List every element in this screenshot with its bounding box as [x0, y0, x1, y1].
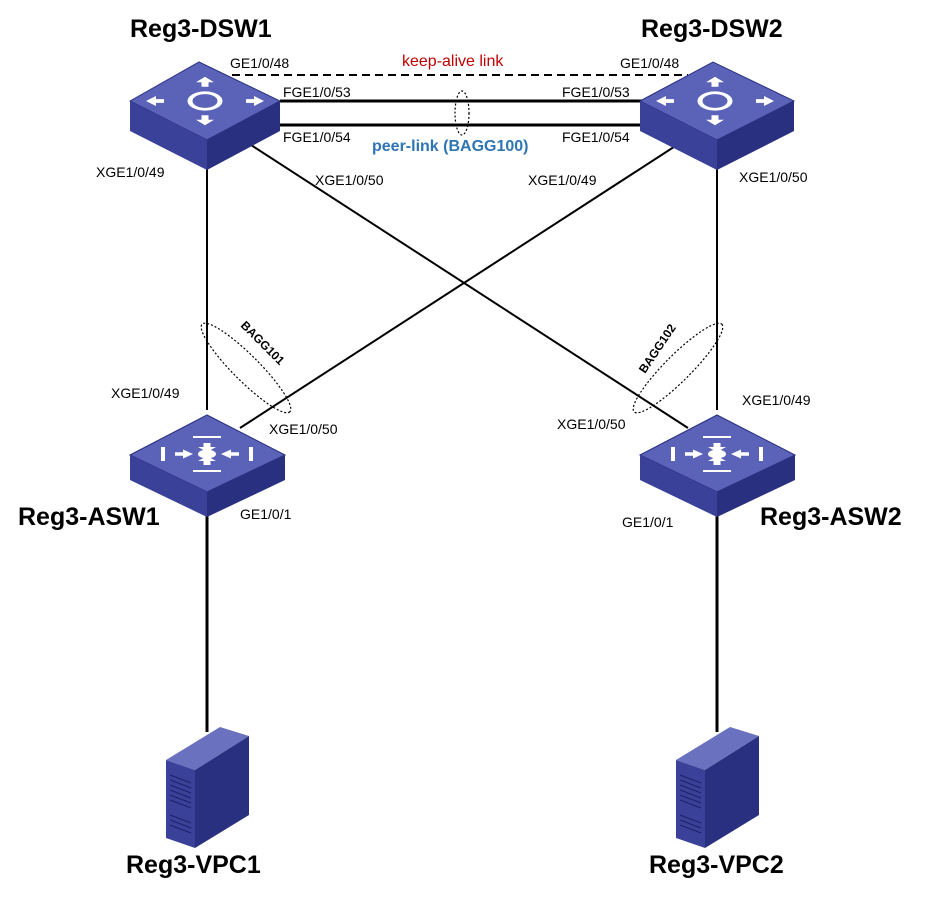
server-vents-icon [679, 774, 702, 834]
port-label: GE1/0/1 [240, 506, 292, 522]
link-dsw2-asw1 [239, 142, 681, 429]
switch-converge-icon [161, 436, 253, 472]
port-label: XGE1/0/50 [739, 169, 808, 185]
dsw1-device[interactable] [128, 61, 282, 170]
asw1-device[interactable] [128, 414, 287, 517]
port-label: GE1/0/48 [620, 55, 679, 71]
port-label: GE1/0/48 [230, 55, 289, 71]
port-label: XGE1/0/49 [111, 385, 180, 401]
bagg102-ellipse [632, 322, 724, 414]
vpc2-name: Reg3-VPC2 [649, 851, 784, 879]
keepalive-label: keep-alive link [402, 53, 504, 70]
port-label: FGE1/0/54 [283, 129, 351, 145]
port-label: XGE1/0/49 [96, 164, 165, 180]
router-arrows-icon [146, 76, 264, 126]
peerlink-label: peer-link (BAGG100) [372, 138, 528, 155]
vpc1-name: Reg3-VPC1 [126, 851, 261, 879]
bagg101-label: BAGG101 [238, 318, 288, 368]
server-vents-icon [169, 774, 192, 834]
aggregation-markers [200, 90, 724, 414]
port-label: XGE1/0/50 [557, 416, 626, 432]
link-dsw1-asw2 [247, 142, 689, 429]
asw1-name: Reg3-ASW1 [18, 503, 160, 531]
port-label: FGE1/0/53 [283, 84, 351, 100]
links-layer [205, 74, 719, 732]
dsw1-name: Reg3-DSW1 [130, 15, 272, 43]
router-arrows-icon [656, 76, 774, 126]
port-label: FGE1/0/54 [562, 129, 630, 145]
port-label: XGE1/0/50 [315, 172, 384, 188]
asw2-name: Reg3-ASW2 [760, 503, 902, 531]
asw2-device[interactable] [638, 414, 797, 517]
port-label: XGE1/0/49 [528, 172, 597, 188]
port-label: FGE1/0/53 [562, 84, 630, 100]
vpc1-device[interactable] [166, 727, 249, 848]
vpc2-device[interactable] [676, 727, 759, 848]
dsw2-device[interactable] [638, 61, 796, 170]
bagg102-label: BAGG102 [636, 321, 679, 376]
port-label: GE1/0/1 [622, 514, 674, 530]
dsw2-name: Reg3-DSW2 [641, 15, 783, 43]
bagg101-ellipse [200, 322, 292, 414]
switch-converge-icon [671, 436, 763, 472]
port-label: XGE1/0/49 [742, 392, 811, 408]
peerlink-ellipse [454, 90, 470, 136]
port-label: XGE1/0/50 [269, 421, 338, 437]
